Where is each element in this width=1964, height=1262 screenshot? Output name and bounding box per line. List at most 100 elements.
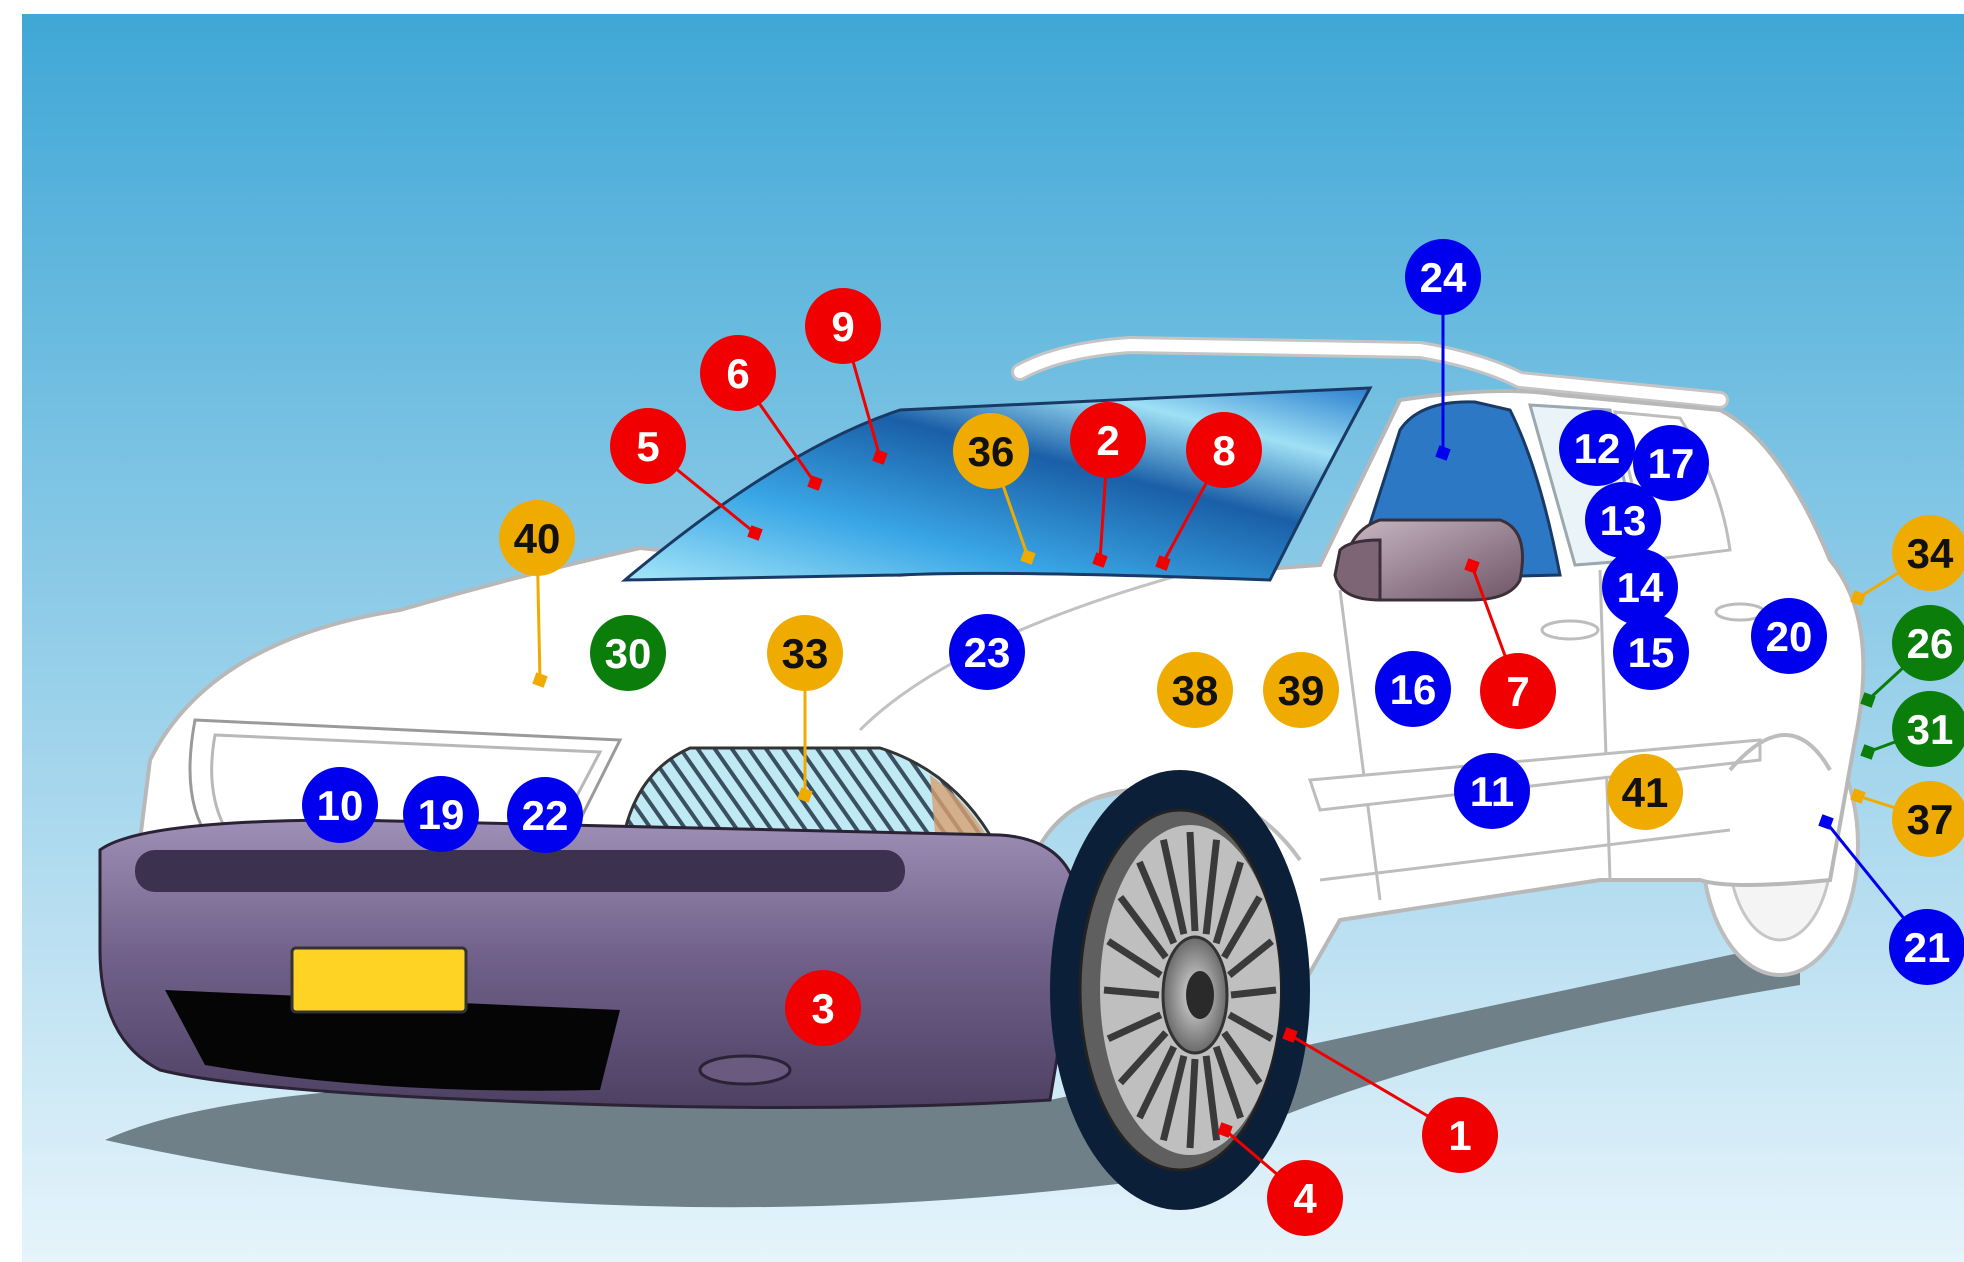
front-wheel <box>1050 770 1310 1210</box>
leader-anchor-21 <box>1818 814 1834 830</box>
wheel-spoke <box>1106 1011 1163 1043</box>
marker-36: 36 <box>953 413 1029 489</box>
wheel-spoke <box>1212 861 1244 945</box>
marker-30: 30 <box>590 615 666 691</box>
wheel-spoke <box>1221 1030 1263 1085</box>
marker-label: 22 <box>522 792 569 839</box>
leader-anchor-36 <box>1020 549 1036 565</box>
marker-8: 8 <box>1186 412 1262 488</box>
marker-circle <box>1070 402 1146 478</box>
marker-label: 10 <box>317 782 364 829</box>
marker-label: 5 <box>636 423 659 470</box>
wheel-spoke <box>1136 1045 1177 1120</box>
leader-anchor-2 <box>1092 552 1108 568</box>
marker-26: 26 <box>1892 605 1964 681</box>
leader-anchor-8 <box>1155 555 1171 571</box>
mirror-base <box>1333 538 1382 602</box>
marker-label: 41 <box>1622 769 1669 816</box>
wheel-spoke <box>1230 986 1277 999</box>
wheel-spoke <box>1186 1058 1199 1149</box>
marker-label: 17 <box>1648 440 1695 487</box>
marker-label: 3 <box>811 985 834 1032</box>
wheel-spoke <box>1202 839 1221 935</box>
car-shadow <box>105 940 1800 1208</box>
marker-label: 40 <box>514 515 561 562</box>
marker-circle <box>499 500 575 576</box>
marker-label: 34 <box>1907 530 1954 577</box>
marker-circle <box>1267 1160 1343 1236</box>
marker-circle <box>403 776 479 852</box>
marker-circle <box>1892 605 1964 681</box>
wheel-spoke <box>1106 938 1163 979</box>
marker-label: 31 <box>1907 706 1954 753</box>
marker-40: 40 <box>499 500 575 576</box>
marker-circle <box>767 615 843 691</box>
marker-circle <box>1602 549 1678 625</box>
marker-label: 13 <box>1600 497 1647 544</box>
lower-intake <box>165 990 620 1091</box>
marker-circle <box>1633 425 1709 501</box>
fog-light <box>698 1054 792 1086</box>
wheel-spoke <box>1117 1030 1169 1086</box>
leader-anchor-7 <box>1464 558 1480 574</box>
marker-label: 7 <box>1506 668 1529 715</box>
marker-label: 26 <box>1907 620 1954 667</box>
marker-label: 2 <box>1096 417 1119 464</box>
leader-anchor-31 <box>1860 744 1876 760</box>
wheel-spoke <box>1227 1011 1274 1042</box>
marker-33: 33 <box>767 615 843 691</box>
marker-label: 4 <box>1293 1175 1317 1222</box>
marker-label: 24 <box>1420 254 1467 301</box>
wheel-spoke <box>1212 1045 1244 1119</box>
leader-anchor-24 <box>1435 445 1451 461</box>
marker-16: 16 <box>1375 651 1451 727</box>
marker-label: 20 <box>1766 613 1813 660</box>
marker-3: 3 <box>785 970 861 1046</box>
marker-circle <box>1892 691 1964 767</box>
wheel-spoke <box>1103 986 1160 999</box>
marker-15: 15 <box>1613 614 1689 690</box>
wheel-spoke <box>1117 895 1169 960</box>
marker-label: 37 <box>1907 796 1954 843</box>
wheel-spoke <box>1186 831 1199 932</box>
marker-14: 14 <box>1602 549 1678 625</box>
marker-2: 2 <box>1070 402 1146 478</box>
wheel-spoke <box>1221 895 1263 960</box>
bumper-strip <box>135 850 905 892</box>
marker-label: 16 <box>1390 666 1437 713</box>
marker-label: 30 <box>605 630 652 677</box>
marker-24: 24 <box>1405 239 1481 315</box>
marker-label: 38 <box>1172 667 1219 714</box>
marker-label: 15 <box>1628 629 1675 676</box>
marker-23: 23 <box>949 614 1025 690</box>
leader-anchor-6 <box>807 475 823 491</box>
marker-circle <box>1889 909 1964 985</box>
marker-circle <box>1186 412 1262 488</box>
marker-13: 13 <box>1585 482 1661 558</box>
marker-7: 7 <box>1480 653 1556 729</box>
marker-label: 12 <box>1574 425 1621 472</box>
marker-label: 14 <box>1617 564 1664 611</box>
marker-circle <box>590 615 666 691</box>
marker-label: 33 <box>782 630 829 677</box>
marker-circle <box>1454 753 1530 829</box>
marker-label: 11 <box>1470 768 1514 815</box>
marker-label: 1 <box>1448 1112 1471 1159</box>
marker-circle <box>805 288 881 364</box>
marker-6: 6 <box>700 335 776 411</box>
marker-circle <box>1613 614 1689 690</box>
marker-label: 19 <box>418 791 465 838</box>
marker-label: 23 <box>964 629 1011 676</box>
wheel-spoke <box>1160 1055 1188 1142</box>
marker-label: 39 <box>1278 667 1325 714</box>
leader-anchor-9 <box>872 449 888 465</box>
marker-circle <box>953 413 1029 489</box>
leader-anchor-37 <box>1850 788 1866 804</box>
marker-circle <box>1375 651 1451 727</box>
marker-label: 6 <box>726 350 749 397</box>
leader-anchor-34 <box>1850 590 1866 606</box>
door-line <box>1338 589 1382 901</box>
marker-37: 37 <box>1892 781 1964 857</box>
